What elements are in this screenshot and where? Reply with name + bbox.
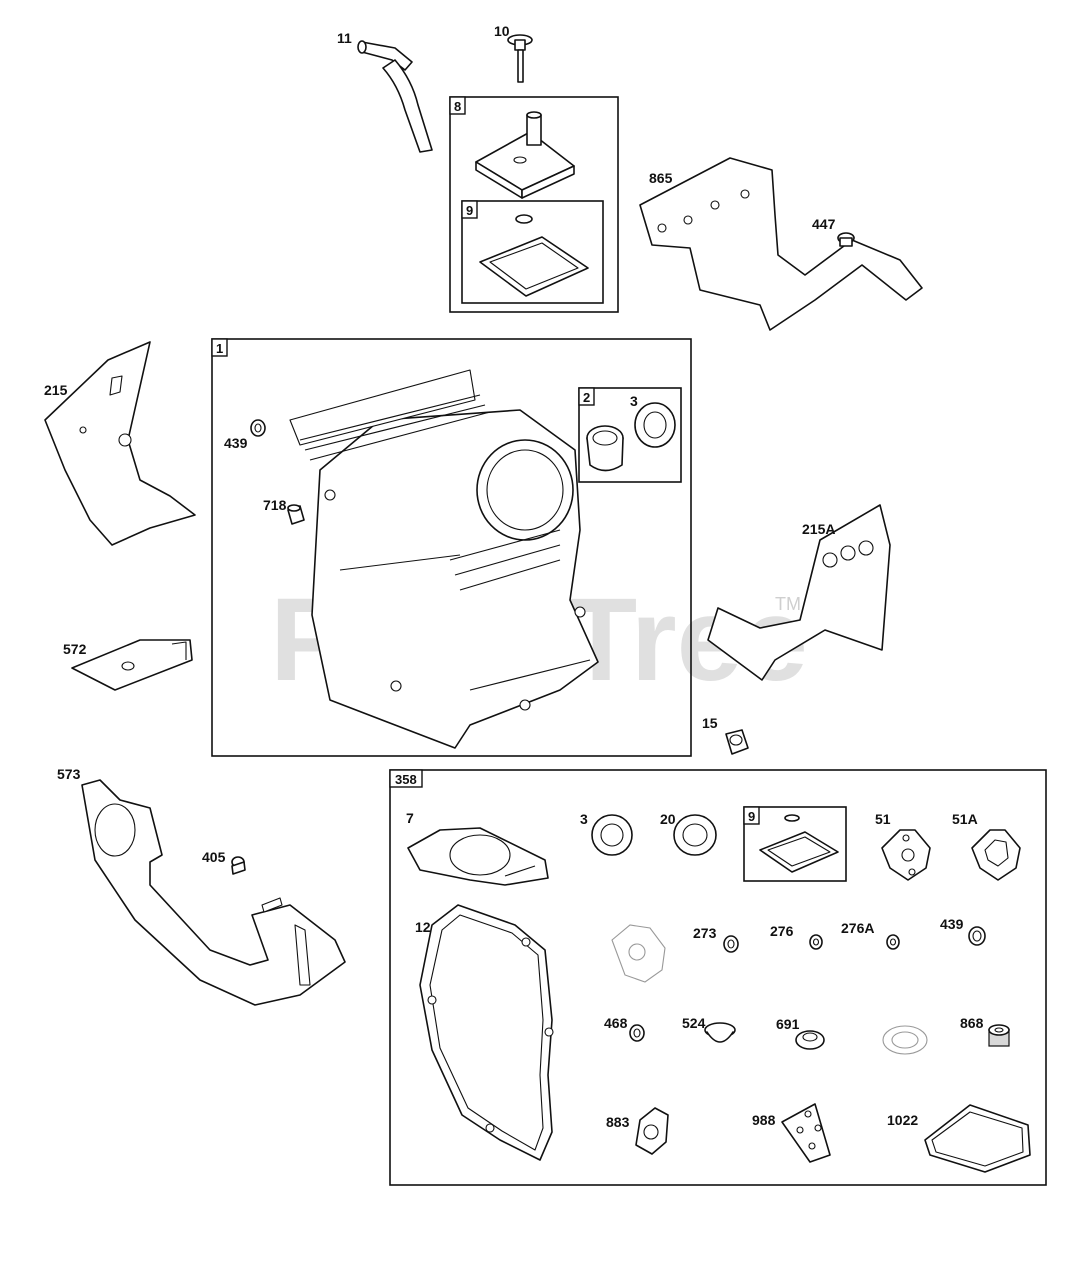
label-15: 15 bbox=[702, 715, 718, 731]
part-9-kit-valve-cover-gasket[interactable] bbox=[759, 814, 839, 873]
part-524-plug[interactable] bbox=[704, 1022, 736, 1043]
part-276-washer[interactable] bbox=[809, 934, 823, 950]
label-439: 439 bbox=[224, 435, 248, 451]
label-573: 573 bbox=[57, 766, 81, 782]
part-51a-gasket[interactable] bbox=[971, 829, 1021, 881]
part-51-gasket[interactable] bbox=[881, 829, 931, 881]
box-label-2: 2 bbox=[583, 390, 590, 405]
label-k273: 273 bbox=[693, 925, 717, 941]
label-405: 405 bbox=[202, 849, 226, 865]
part-11-breather-tube[interactable] bbox=[357, 40, 433, 153]
part-8-valve-cover[interactable] bbox=[475, 111, 575, 199]
part-883-gasket[interactable] bbox=[635, 1107, 669, 1155]
box-2 bbox=[578, 387, 682, 483]
part-691-seal[interactable] bbox=[795, 1030, 825, 1050]
part-12-crankcase-gasket[interactable] bbox=[419, 904, 554, 1161]
box-label-1: 1 bbox=[216, 341, 223, 356]
unlabeled-washer-ghost bbox=[882, 1025, 928, 1055]
part-3-oil-seal[interactable] bbox=[634, 402, 676, 448]
part-439-washer[interactable] bbox=[250, 419, 266, 437]
part-273-washer[interactable] bbox=[723, 935, 739, 953]
part-215a-bracket[interactable] bbox=[707, 504, 891, 681]
label-3: 3 bbox=[630, 393, 638, 409]
label-k7: 7 bbox=[406, 810, 414, 826]
part-718-dowel-pin[interactable] bbox=[287, 504, 305, 525]
label-k524: 524 bbox=[682, 1015, 706, 1031]
part-868-valve-seal[interactable] bbox=[988, 1024, 1010, 1047]
label-718: 718 bbox=[263, 497, 287, 513]
part-988-gasket[interactable] bbox=[781, 1103, 831, 1163]
part-15-plug[interactable] bbox=[725, 729, 749, 755]
part-7-head-gasket[interactable] bbox=[407, 827, 549, 886]
label-k276a: 276A bbox=[841, 920, 874, 936]
label-k868: 868 bbox=[960, 1015, 984, 1031]
label-k20: 20 bbox=[660, 811, 676, 827]
unlabeled-gasket-ghost-hole bbox=[628, 943, 646, 961]
part-276a-washer[interactable] bbox=[886, 934, 900, 950]
part-1022-gasket[interactable] bbox=[924, 1104, 1031, 1173]
part-3-kit-oil-seal[interactable] bbox=[591, 814, 633, 856]
label-k988: 988 bbox=[752, 1112, 776, 1128]
box-label-9-top: 9 bbox=[466, 203, 473, 218]
label-k12: 12 bbox=[415, 919, 431, 935]
part-439-kit-washer[interactable] bbox=[968, 926, 986, 946]
box-8 bbox=[449, 96, 619, 313]
part-2-bushing[interactable] bbox=[586, 425, 624, 472]
label-k3: 3 bbox=[580, 811, 588, 827]
box-label-8: 8 bbox=[454, 99, 461, 114]
box-9-kit bbox=[743, 806, 847, 882]
part-405-screw[interactable] bbox=[231, 856, 246, 875]
label-k691: 691 bbox=[776, 1016, 800, 1032]
label-k1022: 1022 bbox=[887, 1112, 918, 1128]
part-10-screw[interactable] bbox=[507, 34, 533, 83]
part-865-shroud[interactable] bbox=[639, 157, 923, 331]
part-215-shield[interactable] bbox=[44, 341, 196, 546]
label-k51: 51 bbox=[875, 811, 891, 827]
part-20-oil-seal[interactable] bbox=[673, 814, 717, 856]
unlabeled-gasket-ghost bbox=[611, 924, 666, 983]
label-10: 10 bbox=[494, 23, 510, 39]
label-215a: 215A bbox=[802, 521, 835, 537]
part-572-bracket[interactable] bbox=[71, 639, 193, 691]
box-358-gasket-kit bbox=[389, 769, 1047, 1186]
part-9-valve-cover-gasket[interactable] bbox=[479, 214, 589, 297]
label-k439: 439 bbox=[940, 916, 964, 932]
label-215: 215 bbox=[44, 382, 68, 398]
part-573-blower-housing[interactable] bbox=[81, 779, 346, 1006]
label-k276: 276 bbox=[770, 923, 794, 939]
label-865: 865 bbox=[649, 170, 673, 186]
box-9-top bbox=[461, 200, 604, 304]
label-572: 572 bbox=[63, 641, 87, 657]
unlabeled-washer-ghost-inner bbox=[891, 1031, 919, 1049]
label-k51a: 51A bbox=[952, 811, 978, 827]
label-k883: 883 bbox=[606, 1114, 630, 1130]
label-k468: 468 bbox=[604, 1015, 628, 1031]
label-11: 11 bbox=[337, 30, 352, 46]
part-447-bolt[interactable] bbox=[837, 232, 855, 247]
box-label-358: 358 bbox=[395, 772, 417, 787]
part-468-washer[interactable] bbox=[629, 1024, 645, 1042]
label-447: 447 bbox=[812, 216, 836, 232]
box-1 bbox=[211, 338, 692, 757]
watermark-trademark: TM bbox=[775, 594, 801, 614]
part-1-cylinder-block[interactable] bbox=[289, 369, 599, 749]
box-label-9-kit: 9 bbox=[748, 809, 755, 824]
